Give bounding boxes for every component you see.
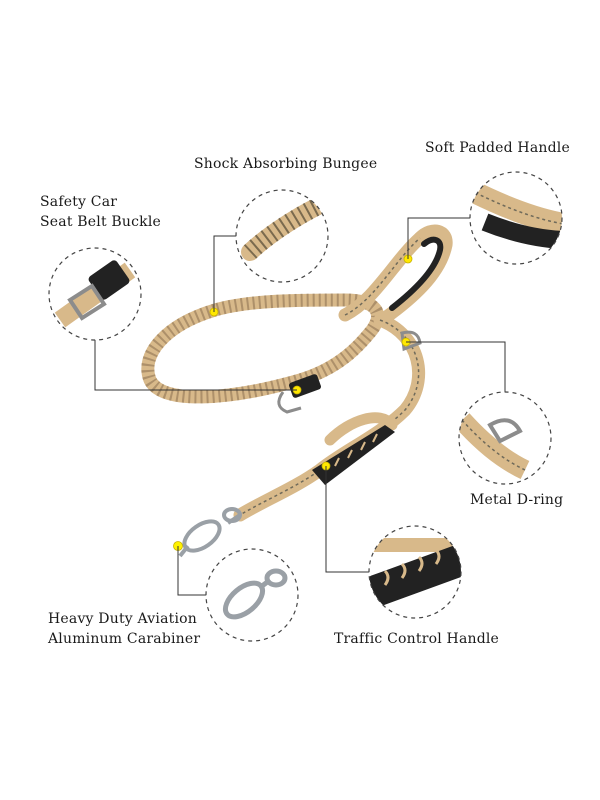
label-line-2: Seat Belt Buckle [40, 214, 162, 230]
d-ring [400, 330, 422, 352]
detail-padded-handle [469, 171, 563, 265]
label-line-1: Heavy Duty Aviation [48, 611, 197, 627]
callout-buckle [94, 340, 297, 391]
traffic-handle-leather [312, 425, 395, 485]
label-line-2: Aluminum Carabiner [48, 631, 201, 647]
detail-d-ring [458, 391, 552, 485]
callout-lines [94, 217, 506, 596]
padded-handle-loop [378, 224, 453, 325]
label-text: Metal D-ring [470, 492, 564, 508]
detail-carabiner [205, 548, 299, 642]
label-carabiner: Heavy Duty Aviation Aluminum Carabiner [48, 609, 200, 649]
label-metal-d-ring: Metal D-ring [470, 490, 563, 510]
callout-bungee [213, 235, 236, 312]
label-text: Shock Absorbing Bungee [194, 156, 378, 172]
callout-carabiner [177, 546, 206, 596]
label-text: Soft Padded Handle [425, 140, 570, 156]
label-safety-buckle: Safety Car Seat Belt Buckle [40, 192, 161, 232]
label-text: Traffic Control Handle [334, 631, 500, 647]
detail-traffic-handle [368, 525, 462, 619]
label-line-1: Safety Car [40, 194, 118, 210]
label-soft-padded-handle: Soft Padded Handle [425, 138, 570, 158]
main-leash [141, 224, 453, 558]
callout-traffic [325, 466, 369, 573]
callout-dring [406, 341, 506, 392]
carabiner-main [178, 507, 242, 558]
detail-buckle [48, 247, 142, 341]
detail-bungee [235, 189, 329, 283]
callout-handle [407, 217, 470, 259]
label-shock-absorbing-bungee: Shock Absorbing Bungee [194, 154, 377, 174]
label-traffic-control-handle: Traffic Control Handle [334, 629, 499, 649]
